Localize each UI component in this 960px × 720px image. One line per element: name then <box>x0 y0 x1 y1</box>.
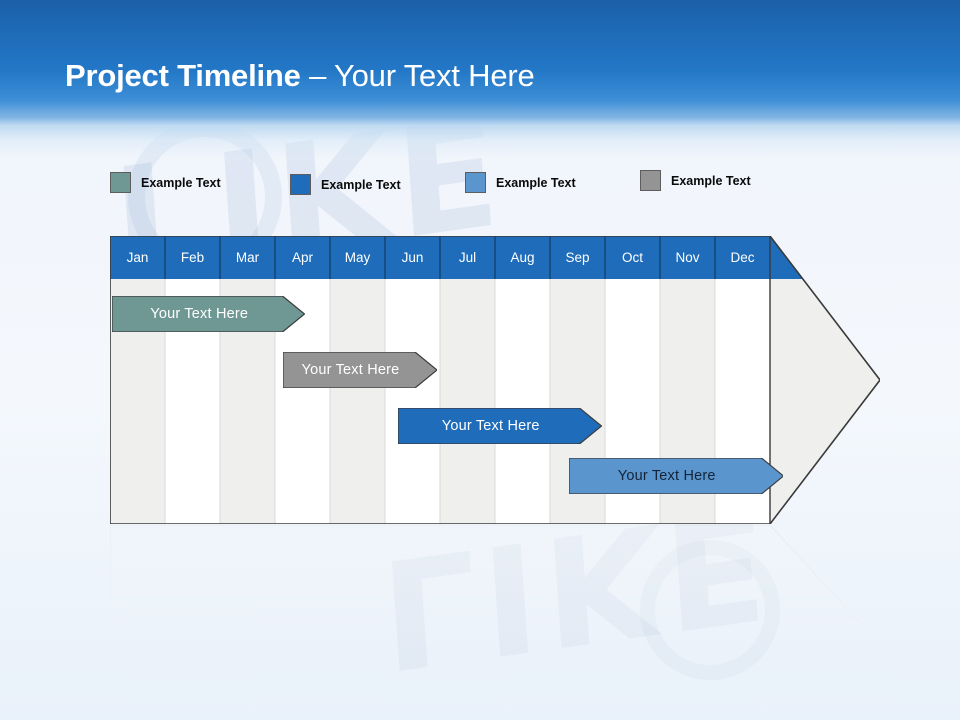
reflection-svg <box>110 525 880 655</box>
month-header-nov[interactable]: Nov <box>675 250 700 265</box>
month-header-feb[interactable]: Feb <box>180 250 205 265</box>
page-title-light: Your Text Here <box>334 58 535 93</box>
chart-column-stripe <box>330 279 385 524</box>
timeline-bar-2[interactable]: Your Text Here <box>282 352 437 388</box>
timeline-bar-shape <box>568 458 783 494</box>
timeline-bar-label: Your Text Here <box>617 468 716 484</box>
month-header-jan[interactable]: Jan <box>126 250 149 265</box>
chart-outline <box>110 236 880 524</box>
month-header-aug[interactable]: Aug <box>510 250 535 265</box>
slide-header-band <box>0 0 960 125</box>
legend-item-1[interactable]: Example Text <box>110 172 221 193</box>
timeline-bar-label: Your Text Here <box>441 418 540 434</box>
month-header-dec[interactable]: Dec <box>730 250 755 265</box>
timeline-bar-1[interactable]: Your Text Here <box>112 296 305 332</box>
legend-swatch-icon <box>110 172 131 193</box>
timeline-bar-label: Your Text Here <box>301 362 400 378</box>
timeline-bar-shape <box>112 296 305 332</box>
timeline-chart-reflection <box>110 525 880 655</box>
timeline-bar-4[interactable]: Your Text Here <box>568 458 783 494</box>
chart-column-stripe <box>495 279 550 524</box>
timeline-bar-arrow-icon <box>398 408 602 444</box>
legend-item-label: Example Text <box>496 175 576 190</box>
legend-item-4[interactable]: Example Text <box>640 170 751 191</box>
month-header-sep[interactable]: Sep <box>565 250 590 265</box>
timeline-bar-arrow-icon <box>568 458 783 494</box>
month-header-jul[interactable]: Jul <box>458 250 477 265</box>
legend-item-label: Example Text <box>321 177 401 192</box>
page-title-bold: Project Timeline <box>65 58 301 93</box>
month-header-apr[interactable]: Apr <box>291 250 313 265</box>
timeline-bar-arrow-icon <box>112 296 305 332</box>
page-title-separator: – <box>300 58 335 93</box>
month-header-may[interactable]: May <box>344 250 371 265</box>
timeline-bar-shape <box>282 352 437 388</box>
header-gradient-fade <box>0 125 960 165</box>
legend: Example Text Example Text Example Text Exam… <box>110 170 810 196</box>
watermark-circle-reflection-icon <box>640 540 780 680</box>
timeline-bar-shape <box>398 408 602 444</box>
page-title: Project Timeline – Your Text Here <box>65 58 535 94</box>
legend-item-2[interactable]: Example Text <box>290 174 401 195</box>
chart-column-stripe <box>385 279 440 524</box>
legend-item-label: Example Text <box>141 175 221 190</box>
month-header-jun[interactable]: Jun <box>401 250 424 265</box>
legend-item-label: Example Text <box>671 173 751 188</box>
chart-column-stripe <box>440 279 495 524</box>
legend-item-3[interactable]: Example Text <box>465 172 576 193</box>
timeline-bar-3[interactable]: Your Text Here <box>398 408 602 444</box>
timeline-bar-arrow-icon <box>282 352 437 388</box>
timeline-bar-label: Your Text Here <box>150 306 249 322</box>
reflection-shape <box>110 525 880 655</box>
month-header-oct[interactable]: Oct <box>621 250 643 265</box>
legend-swatch-icon <box>640 170 661 191</box>
legend-swatch-icon <box>465 172 486 193</box>
month-header-mar[interactable]: Mar <box>235 250 260 265</box>
legend-swatch-icon <box>290 174 311 195</box>
